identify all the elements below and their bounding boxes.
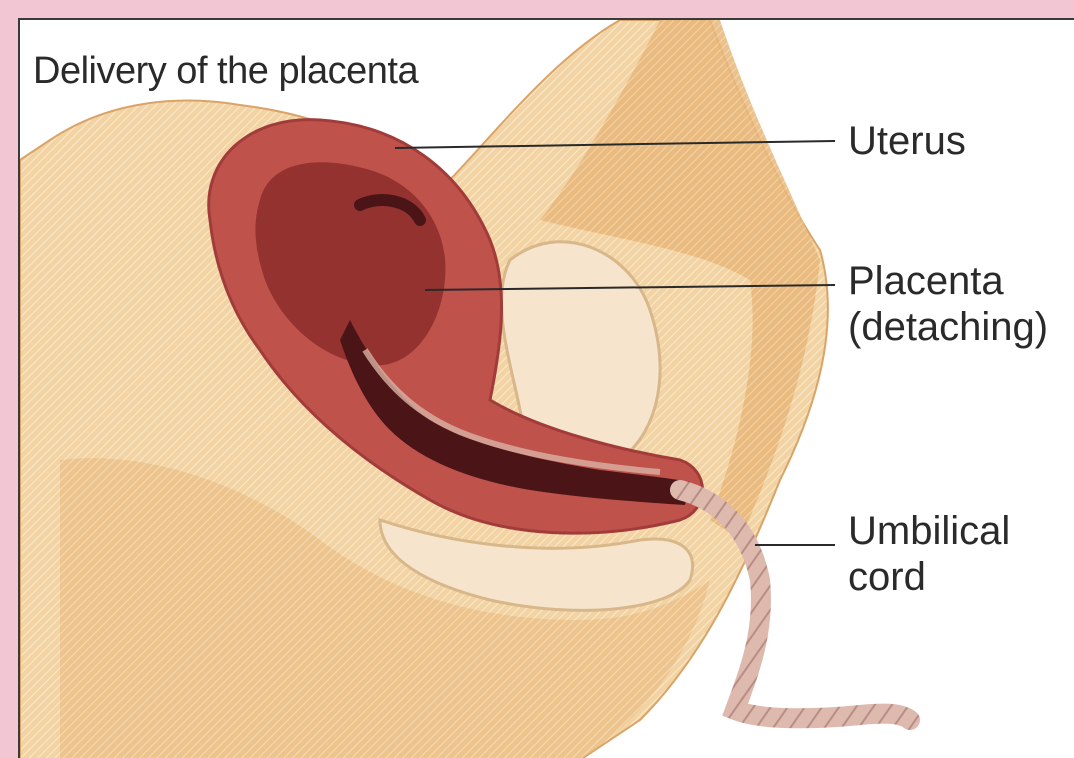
cord-label-line2: cord [848,554,1010,600]
uterus-label-text: Uterus [848,118,966,164]
figure-title: Delivery of the placenta [33,50,418,93]
umbilical-cord-label: Umbilical cord [848,508,1010,600]
placenta-label: Placenta (detaching) [848,258,1048,350]
uterus-label: Uterus [848,118,966,164]
illustration-panel: Delivery of the placenta Uterus Placenta… [18,18,1074,758]
placenta-label-line1: Placenta [848,258,1048,304]
placenta-label-line2: (detaching) [848,304,1048,350]
cord-label-line1: Umbilical [848,508,1010,554]
